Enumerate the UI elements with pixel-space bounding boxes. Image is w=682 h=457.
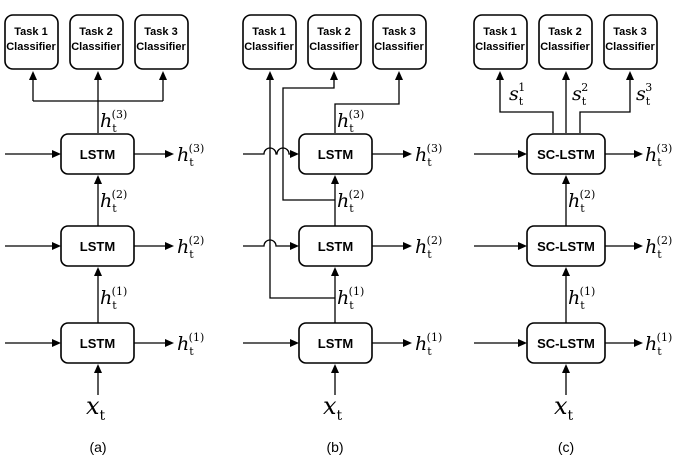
cell-label: LSTM — [80, 336, 115, 351]
state-label-3-up: ht(3) — [337, 108, 364, 135]
lstm-cell-2: LSTM — [60, 225, 135, 267]
state-label-1-up: ht(1) — [568, 285, 595, 312]
lstm-cell-1: LSTM — [298, 322, 373, 364]
state-label-2-right: ht(2) — [415, 234, 442, 261]
recurrent-connections — [243, 147, 412, 347]
task-label: Task 2 — [79, 26, 112, 38]
task-3-classifier: Task 3 Classifier — [603, 14, 658, 70]
recurrent-connections — [474, 150, 643, 347]
lstm-cell-3: LSTM — [298, 133, 373, 175]
state-label-1-up: ht(1) — [337, 285, 364, 312]
task-label: Task 2 — [317, 26, 350, 38]
cell-label: SC-LSTM — [537, 239, 595, 254]
input-label: xt — [554, 392, 574, 424]
task-label: Task 1 — [14, 26, 47, 38]
state-label-3-right: ht(3) — [415, 142, 442, 169]
task-label: Task 3 — [382, 26, 415, 38]
skip-label-1: st1 — [509, 81, 525, 108]
panel-caption: (b) — [326, 439, 343, 455]
task-2-classifier: Task 2 Classifier — [69, 14, 124, 70]
classifier-label: Classifier — [475, 41, 525, 53]
recurrent-connections — [5, 150, 174, 347]
state-label-2-up: ht(2) — [337, 188, 364, 215]
layer-3-to-task-3-route — [334, 71, 403, 133]
input-label: xt — [323, 392, 343, 424]
panel-a: Task 1 Classifier Task 2 Classifier Task… — [4, 14, 204, 455]
task-2-classifier: Task 2 Classifier — [307, 14, 362, 70]
task-1-classifier: Task 1 Classifier — [473, 14, 528, 70]
classifier-label: Classifier — [309, 41, 359, 53]
layer-2-to-task-2-route — [282, 71, 338, 201]
classifier-label: Classifier — [374, 41, 424, 53]
state-label-2-right: ht(2) — [645, 234, 672, 261]
classifier-label: Classifier — [540, 41, 590, 53]
cell-label: LSTM — [318, 239, 353, 254]
task-2-classifier: Task 2 Classifier — [538, 14, 593, 70]
classifier-label: Classifier — [136, 41, 186, 53]
panel-c: Task 1 Classifier Task 2 Classifier Task… — [473, 14, 672, 455]
state-label-1-right: ht(1) — [177, 331, 204, 358]
skip-label-3: st3 — [636, 81, 652, 108]
layer-1-to-task-1-route — [266, 71, 335, 299]
output-fanout — [29, 71, 167, 133]
state-label-3-right: ht(3) — [177, 142, 204, 169]
cell-label: SC-LSTM — [537, 336, 595, 351]
state-label-3-right: ht(3) — [645, 142, 672, 169]
classifier-label: Classifier — [71, 41, 121, 53]
task-label: Task 1 — [252, 26, 285, 38]
task-label: Task 3 — [613, 26, 646, 38]
cell-label: LSTM — [80, 239, 115, 254]
task-label: Task 3 — [144, 26, 177, 38]
state-label-1-right: ht(1) — [415, 331, 442, 358]
lstm-cell-1: LSTM — [60, 322, 135, 364]
classifier-label: Classifier — [6, 41, 56, 53]
state-label-2-up: ht(2) — [100, 188, 127, 215]
task-1-classifier: Task 1 Classifier — [4, 14, 59, 70]
cell-label: LSTM — [80, 147, 115, 162]
task-3-classifier: Task 3 Classifier — [372, 14, 427, 70]
task-label: Task 1 — [483, 26, 516, 38]
lstm-cell-2: LSTM — [298, 225, 373, 267]
vertical-connections — [94, 175, 102, 395]
state-label-3-up: ht(3) — [100, 108, 127, 135]
lstm-cell-3: LSTM — [60, 133, 135, 175]
skip-label-2: st2 — [572, 81, 588, 108]
cell-label: LSTM — [318, 336, 353, 351]
vertical-connections — [331, 175, 339, 395]
sc-lstm-cell-1: SC-LSTM — [526, 322, 606, 364]
panel-b: Task 1 Classifier Task 2 Classifier Task… — [242, 14, 442, 455]
state-label-1-up: ht(1) — [100, 285, 127, 312]
task-label: Task 2 — [548, 26, 581, 38]
classifier-label: Classifier — [605, 41, 655, 53]
panel-caption: (c) — [558, 439, 574, 455]
sc-lstm-cell-3: SC-LSTM — [526, 133, 606, 175]
task-3-classifier: Task 3 Classifier — [134, 14, 189, 70]
input-label: xt — [86, 392, 106, 424]
vertical-connections — [562, 175, 570, 395]
state-label-1-right: ht(1) — [645, 331, 672, 358]
skip-output-connections — [496, 71, 634, 133]
state-label-2-up: ht(2) — [568, 188, 595, 215]
cell-label: LSTM — [318, 147, 353, 162]
state-label-2-right: ht(2) — [177, 234, 204, 261]
classifier-label: Classifier — [244, 41, 294, 53]
cell-label: SC-LSTM — [537, 147, 595, 162]
task-1-classifier: Task 1 Classifier — [242, 14, 297, 70]
sc-lstm-cell-2: SC-LSTM — [526, 225, 606, 267]
panel-caption: (a) — [89, 439, 106, 455]
